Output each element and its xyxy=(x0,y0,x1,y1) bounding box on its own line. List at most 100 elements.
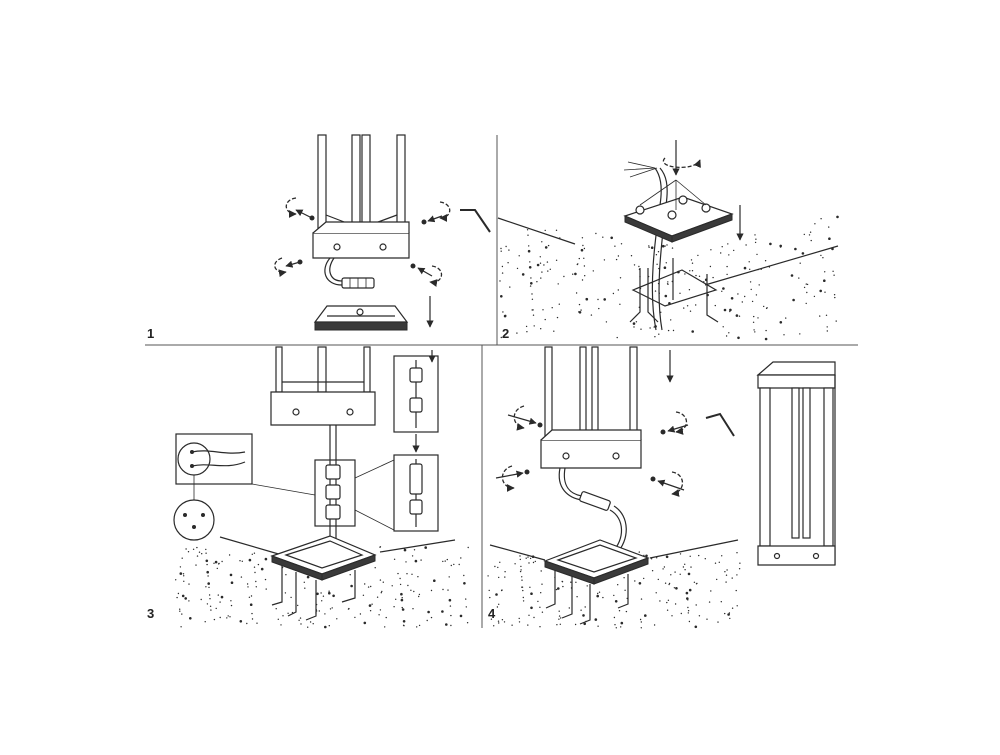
ground-speckle xyxy=(527,234,529,236)
ground-speckle xyxy=(721,290,723,292)
ground-speckle xyxy=(505,245,507,248)
ground-speckle xyxy=(251,618,254,620)
ground-speckle xyxy=(405,561,407,563)
ground-speckle xyxy=(679,553,682,555)
ground-speckle xyxy=(749,281,752,283)
ground-speckle xyxy=(551,307,553,309)
ground-speckle xyxy=(501,619,504,621)
ground-speckle xyxy=(723,308,727,312)
ground-speckle xyxy=(598,591,601,593)
ground-speckle xyxy=(542,309,544,311)
ground-speckle xyxy=(530,606,533,610)
ground-speckle xyxy=(695,304,697,306)
ground-speckle xyxy=(529,285,532,287)
ground-speckle xyxy=(582,244,584,247)
ground-speckle xyxy=(733,249,735,252)
ground-speckle xyxy=(544,318,546,321)
ground-speckle xyxy=(466,622,469,624)
ground-speckle xyxy=(708,601,711,603)
ground-speckle xyxy=(204,621,206,623)
ground-speckle xyxy=(541,611,544,613)
ground-speckle xyxy=(704,558,706,560)
ground-speckle xyxy=(686,305,689,307)
ground-speckle xyxy=(511,624,513,626)
ground-speckle xyxy=(826,330,828,332)
ground-speckle xyxy=(207,575,209,577)
ground-speckle xyxy=(248,558,252,562)
ground-speckle xyxy=(500,247,502,250)
ground-speckle xyxy=(603,298,606,301)
ground-speckle xyxy=(416,626,418,628)
ground-speckle xyxy=(453,563,455,566)
ground-speckle xyxy=(557,283,559,285)
ground-speckle xyxy=(384,626,386,628)
ground-speckle xyxy=(556,624,558,626)
ground-speckle xyxy=(655,254,658,256)
ground-speckle xyxy=(307,626,309,628)
ground-speckle xyxy=(417,576,419,578)
ground-speckle xyxy=(689,310,692,312)
ground-speckle xyxy=(720,252,722,254)
ground-speckle xyxy=(529,261,531,263)
ground-speckle xyxy=(463,582,466,585)
ground-speckle xyxy=(403,625,405,627)
ground-speckle xyxy=(744,295,746,298)
ground-speckle xyxy=(698,554,700,557)
ground-speckle xyxy=(756,253,758,256)
ground-speckle xyxy=(320,592,322,594)
ground-speckle xyxy=(209,605,212,607)
ground-speckle xyxy=(612,292,615,295)
ground-speckle xyxy=(623,577,625,579)
ground-speckle xyxy=(616,336,618,339)
ground-speckle xyxy=(546,261,549,263)
base-plate xyxy=(543,539,650,585)
ground-speckle xyxy=(633,326,635,328)
ground-speckle xyxy=(664,245,666,247)
ground-speckle xyxy=(562,585,564,588)
ground-speckle xyxy=(529,557,532,560)
ground-speckle xyxy=(520,565,522,568)
ground-speckle xyxy=(736,605,738,607)
ground-speckle xyxy=(718,561,720,563)
base-plate xyxy=(313,305,409,331)
ground-speckle xyxy=(583,622,586,626)
ground-speckle xyxy=(206,570,209,574)
ground-speckle xyxy=(519,570,522,573)
ground-speckle xyxy=(403,548,407,552)
ground-speckle xyxy=(264,578,267,581)
connector-highlight-box xyxy=(314,459,356,527)
ground-speckle xyxy=(695,583,698,585)
ground-speckle xyxy=(720,601,722,603)
ground-speckle xyxy=(181,594,185,598)
ground-speckle xyxy=(620,626,622,628)
ground-speckle xyxy=(287,612,289,614)
ground-speckle xyxy=(300,623,302,625)
ground-speckle xyxy=(691,270,694,272)
ground-speckle xyxy=(722,287,725,290)
ground-speckle xyxy=(182,573,185,575)
ground-speckle xyxy=(673,587,676,589)
ground-speckle xyxy=(539,606,541,608)
ground-speckle xyxy=(370,585,372,588)
ground-speckle xyxy=(619,303,621,305)
ground-speckle xyxy=(670,574,672,576)
ground-speckle xyxy=(350,584,353,588)
ground-speckle xyxy=(580,309,582,311)
ground-speckle xyxy=(638,265,640,268)
ground-speckle xyxy=(541,583,543,585)
ground-speckle xyxy=(403,547,406,550)
ground-speckle xyxy=(683,307,685,309)
ground-speckle xyxy=(531,298,534,300)
ground-speckle xyxy=(530,592,533,595)
ground-speckle xyxy=(540,592,542,594)
lamp-post xyxy=(540,346,642,469)
ground-speckle xyxy=(347,608,350,610)
ground-speckle xyxy=(667,283,669,285)
ground-speckle xyxy=(518,617,520,620)
ground-speckle xyxy=(401,597,403,599)
ground-speckle xyxy=(632,322,636,325)
anchor-bolts xyxy=(271,566,356,621)
ground-speckle xyxy=(570,581,572,583)
